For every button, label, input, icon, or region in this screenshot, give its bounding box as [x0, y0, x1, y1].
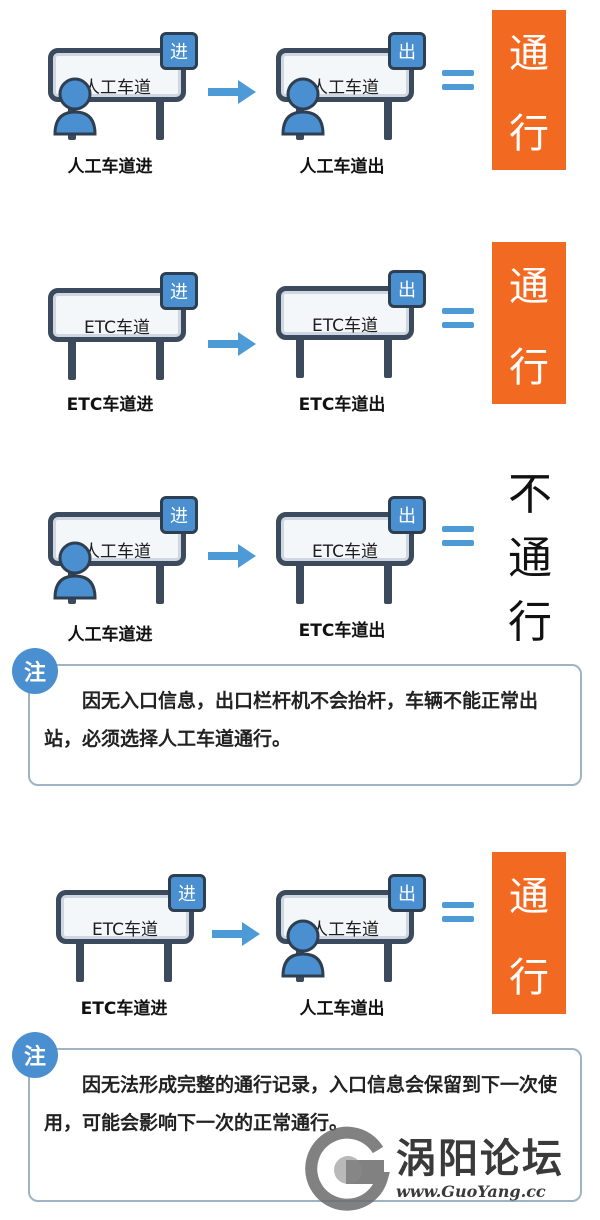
exit-caption: ETC车道出 [298, 395, 386, 415]
entry-caption: ETC车道进 [66, 395, 154, 415]
guoyang-logo-icon [305, 1126, 390, 1211]
lane-sign-entry: 人工车道 进 [48, 496, 198, 612]
watermark-url: www.GuoYang.cc [396, 1182, 546, 1201]
lane-sign-entry: ETC车道 进 [48, 272, 198, 388]
exit-tag: 出 [388, 32, 426, 70]
entry-tag: 进 [160, 32, 198, 70]
result-char: 不 [508, 469, 552, 520]
entry-tag: 进 [160, 272, 198, 310]
person-icon [53, 77, 97, 136]
sign-board-label: ETC车道 [84, 318, 150, 338]
watermark: 涡阳论坛 www.GuoYang.cc [300, 1120, 600, 1220]
note-box: 注 因无入口信息，出口栏杆机不会抬杆，车辆不能正常出站，必须选择人工车道通行。 [12, 648, 582, 786]
note-text: 因无法形成完整的通行记录，入口信息会保留到下一次使用，可能会影响下一次的正常通行… [44, 1074, 558, 1134]
result-pass-badge: 通 行 [492, 10, 566, 170]
result-char: 通 [508, 533, 552, 584]
result-char: 行 [508, 597, 552, 648]
exit-tag: 出 [388, 874, 426, 912]
entry-caption: 人工车道进 [67, 625, 153, 645]
result-pass-badge: 通 行 [492, 242, 566, 404]
result-char: 行 [509, 344, 549, 391]
exit-caption: 人工车道出 [299, 999, 385, 1019]
exit-tag: 出 [388, 496, 426, 534]
equals-icon [442, 70, 478, 96]
arrow-right-icon [212, 922, 260, 946]
entry-tag: 进 [160, 496, 198, 534]
result-char: 行 [509, 111, 549, 157]
sign-board-label: 人工车道 [311, 920, 379, 940]
result-char: 通 [509, 873, 549, 920]
person-icon [281, 77, 325, 136]
entry-tag: 进 [168, 874, 206, 912]
entry-caption: ETC车道进 [80, 999, 168, 1019]
lane-sign-exit: 人工车道 出 [276, 874, 426, 990]
lane-sign-entry: 人工车道 进 [48, 32, 198, 148]
watermark-title: 涡阳论坛 [396, 1136, 564, 1182]
sign-board-label: 人工车道 [83, 542, 151, 562]
arrow-right-icon [208, 80, 256, 104]
exit-tag: 出 [388, 270, 426, 308]
lane-sign-entry: ETC车道 进 [56, 874, 206, 990]
lane-sign-exit: 人工车道 出 [276, 32, 426, 148]
person-icon [53, 541, 97, 600]
result-char: 行 [509, 954, 549, 1001]
arrow-right-icon [208, 332, 256, 356]
exit-caption: ETC车道出 [298, 621, 386, 641]
lane-sign-exit: ETC车道 出 [276, 270, 426, 386]
note-badge: 注 [12, 1032, 58, 1078]
note-badge: 注 [12, 648, 58, 694]
sign-board-label: ETC车道 [312, 316, 378, 336]
arrow-right-icon [208, 544, 256, 568]
sign-board-label: 人工车道 [311, 78, 379, 98]
note-box: 注 因无法形成完整的通行记录，入口信息会保留到下一次使用，可能会影响下一次的正常… [12, 1032, 582, 1202]
sign-board: ETC车道 [48, 288, 186, 342]
person-icon [281, 919, 325, 978]
sign-board: 人工车道 [276, 48, 414, 102]
equals-icon [442, 902, 478, 928]
sign-board-label: ETC车道 [312, 542, 378, 562]
result-char: 通 [509, 31, 549, 77]
equals-icon [442, 526, 478, 552]
lane-sign-exit: ETC车道 出 [276, 496, 426, 612]
result-pass-badge: 通 行 [492, 852, 566, 1014]
result-char: 通 [509, 263, 549, 310]
entry-caption: 人工车道进 [67, 157, 153, 177]
exit-caption: 人工车道出 [299, 157, 385, 177]
sign-board-label: 人工车道 [83, 78, 151, 98]
sign-board-label: ETC车道 [92, 920, 158, 940]
equals-icon [442, 308, 478, 334]
result-fail-text: 不 通 行 [500, 458, 560, 648]
note-text: 因无入口信息，出口栏杆机不会抬杆，车辆不能正常出站，必须选择人工车道通行。 [44, 690, 539, 750]
